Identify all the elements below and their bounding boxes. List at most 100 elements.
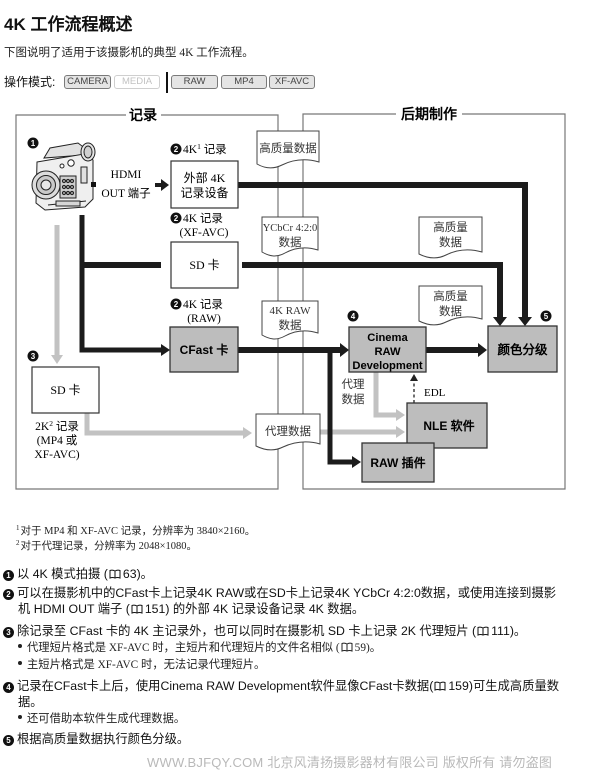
watermark: WWW.BJFQY.COM 北京风清扬摄影器材有限公司 版权所有 请勿盗图 <box>147 755 553 770</box>
page-subtitle: 下图说明了适用于该摄影机的典型 4K 工作流程。 <box>4 47 254 59</box>
bullet-dot <box>18 644 22 648</box>
step-2-continued: 机 HDMI OUT 端子 (151) 的外部 4K 记录设备记录 4K 数据。 <box>18 601 364 617</box>
footnote-text: 对于代理记录，分辨率为 2048×1080。 <box>20 541 198 552</box>
svg-text:数据: 数据 <box>439 304 462 318</box>
sd-card-xfavc-box <box>170 241 239 289</box>
raw-recording-label: 4K 记录 <box>183 298 223 311</box>
page-reference-link[interactable]: 63 <box>122 567 137 581</box>
sd-card-xfavc-label: SD 卡 <box>189 258 219 272</box>
xfavc-format-label: (XF-AVC) <box>180 227 229 239</box>
page-reference-link[interactable]: 111 <box>491 624 510 638</box>
footnote-mark: 1 <box>16 524 20 532</box>
raw-plugin-label: RAW 插件 <box>370 455 425 470</box>
color-grading-box <box>487 325 558 373</box>
cfast-card-label: CFast 卡 <box>180 342 229 357</box>
step-text: 以 4K 模式拍摄 ( <box>17 567 108 581</box>
svg-text:高质量数据: 高质量数据 <box>259 141 317 155</box>
step-3-bullet-2: 主短片格式是 XF-AVC 时，无法记录代理短片。 <box>18 657 265 673</box>
doc-high-quality-data-top: 高质量数据 <box>256 130 320 169</box>
external-recorder-line1: 外部 4K <box>184 170 226 185</box>
step-badge-4: 4 <box>347 310 359 322</box>
bullet-dot <box>18 715 22 719</box>
sd-card-proxy-label: SD 卡 <box>50 383 80 397</box>
step-badge: 2 <box>3 589 14 600</box>
step-4-bullet-1: 还可借助本软件生成代理数据。 <box>18 711 185 727</box>
svg-text:高质量: 高质量 <box>433 220 468 234</box>
page-reference-link[interactable]: 151 <box>144 602 166 616</box>
record-section-title: 记录 <box>129 107 157 123</box>
step-text: 根据高质量数据执行颜色分级。 <box>17 732 190 746</box>
proxy-recording-label: 2K2 记录 <box>35 419 79 433</box>
step-text: 据。 <box>18 695 43 709</box>
step-text: )。 <box>509 624 527 638</box>
proxy-format-label-line2: (MP4 或 <box>37 434 78 447</box>
doc-ycbcr-data: YCbCr 4:2:0 数据 <box>261 216 319 257</box>
page-title: 4K 工作流程概述 <box>4 15 133 34</box>
svg-text:2: 2 <box>174 145 179 154</box>
footnote-2: 2对于代理记录，分辨率为 2048×1080。 <box>16 536 197 554</box>
external-recording-label: 4K1 记录 <box>183 142 227 156</box>
step-badge: 1 <box>3 570 14 581</box>
edl-label: EDL <box>424 387 446 399</box>
nle-software-label: NLE 软件 <box>423 418 474 433</box>
bullet-text: 还可借助本软件生成代理数据。 <box>27 713 186 725</box>
page-reference-link[interactable]: 159 <box>448 679 469 693</box>
post-section-title: 后期制作 <box>401 106 457 122</box>
svg-text:2: 2 <box>174 300 179 309</box>
footnote-mark: 2 <box>16 539 20 547</box>
step-badge: 3 <box>3 627 14 638</box>
arrow-sd-xfavc-to-grading <box>242 262 507 326</box>
svg-text:数据: 数据 <box>439 235 462 249</box>
proxy-arrow-cinema-to-nle <box>373 372 405 421</box>
svg-text:4K RAW: 4K RAW <box>270 305 312 317</box>
raw-plugin-box <box>361 442 435 483</box>
svg-text:代理数据: 代理数据 <box>265 424 311 438</box>
step-badge-2-xfavc: 2 <box>170 212 182 224</box>
operation-mode-label: 操作模式: <box>4 75 56 89</box>
hdmi-arrow <box>155 179 169 191</box>
mode-media-badge: MEDIA <box>114 75 160 89</box>
raw-format-label: (RAW) <box>187 313 221 325</box>
xfavc-recording-label: 4K 记录 <box>183 212 223 225</box>
edl-arrow <box>410 374 418 403</box>
step-badge-2-external: 2 <box>170 143 182 155</box>
post-section-frame <box>302 113 566 490</box>
mode-raw-badge: RAW <box>171 75 218 89</box>
step-3-bullet-1: 代理短片格式是 XF-AVC 时，主短片和代理短片的文件名相似 (59)。 <box>18 640 381 656</box>
svg-text:4: 4 <box>351 312 356 321</box>
page-reference-link[interactable]: 59 <box>354 642 366 654</box>
book-reference-icon <box>434 681 446 691</box>
svg-text:3: 3 <box>31 352 36 361</box>
proxy-format-label-line3: XF-AVC) <box>34 449 79 461</box>
arrow-external-to-grading <box>238 182 532 326</box>
record-section-frame <box>15 114 279 490</box>
arrow-cinema-to-grading <box>426 343 487 357</box>
arrow-cfast-to-raw-plugin <box>327 350 361 468</box>
doc-high-quality-data-mid: 高质量 数据 <box>418 216 483 259</box>
mode-mp4-badge: MP4 <box>221 75 267 89</box>
workflow-diagram: 记录 后期制作 1 2 2 2 3 4 5 HDMI OUT 端子 <box>15 106 566 490</box>
svg-text:YCbCr 4:2:0: YCbCr 4:2:0 <box>263 223 318 234</box>
doc-proxy-data: 代理数据 <box>255 413 321 451</box>
step-badge-3: 3 <box>27 350 39 362</box>
svg-text:5: 5 <box>544 312 549 321</box>
doc-high-quality-data-low: 高质量 数据 <box>418 285 483 326</box>
external-recorder-box <box>170 160 239 209</box>
step-badge-5: 5 <box>540 310 552 322</box>
proxy-data-label-line2: 数据 <box>342 392 365 406</box>
step-text: )。 <box>136 567 153 581</box>
cfast-card-box <box>169 326 239 373</box>
sd-card-proxy-box <box>31 366 100 414</box>
nle-software-box <box>406 402 488 449</box>
footnote-text: 对于 MP4 和 XF-AVC 记录，分辨率为 3840×2160。 <box>20 526 256 537</box>
step-4-continued: 据。 <box>18 694 43 710</box>
step-text: 除记录至 CFast 卡的 4K 主记录外，也可以同时在摄影机 SD 卡上记录 … <box>17 624 477 638</box>
bullet-text: 代理短片格式是 XF-AVC 时，主短片和代理短片的文件名相似 ( <box>27 642 340 654</box>
proxy-arrow-sd-to-proxy-data <box>84 413 252 439</box>
camera-icon <box>31 142 96 211</box>
